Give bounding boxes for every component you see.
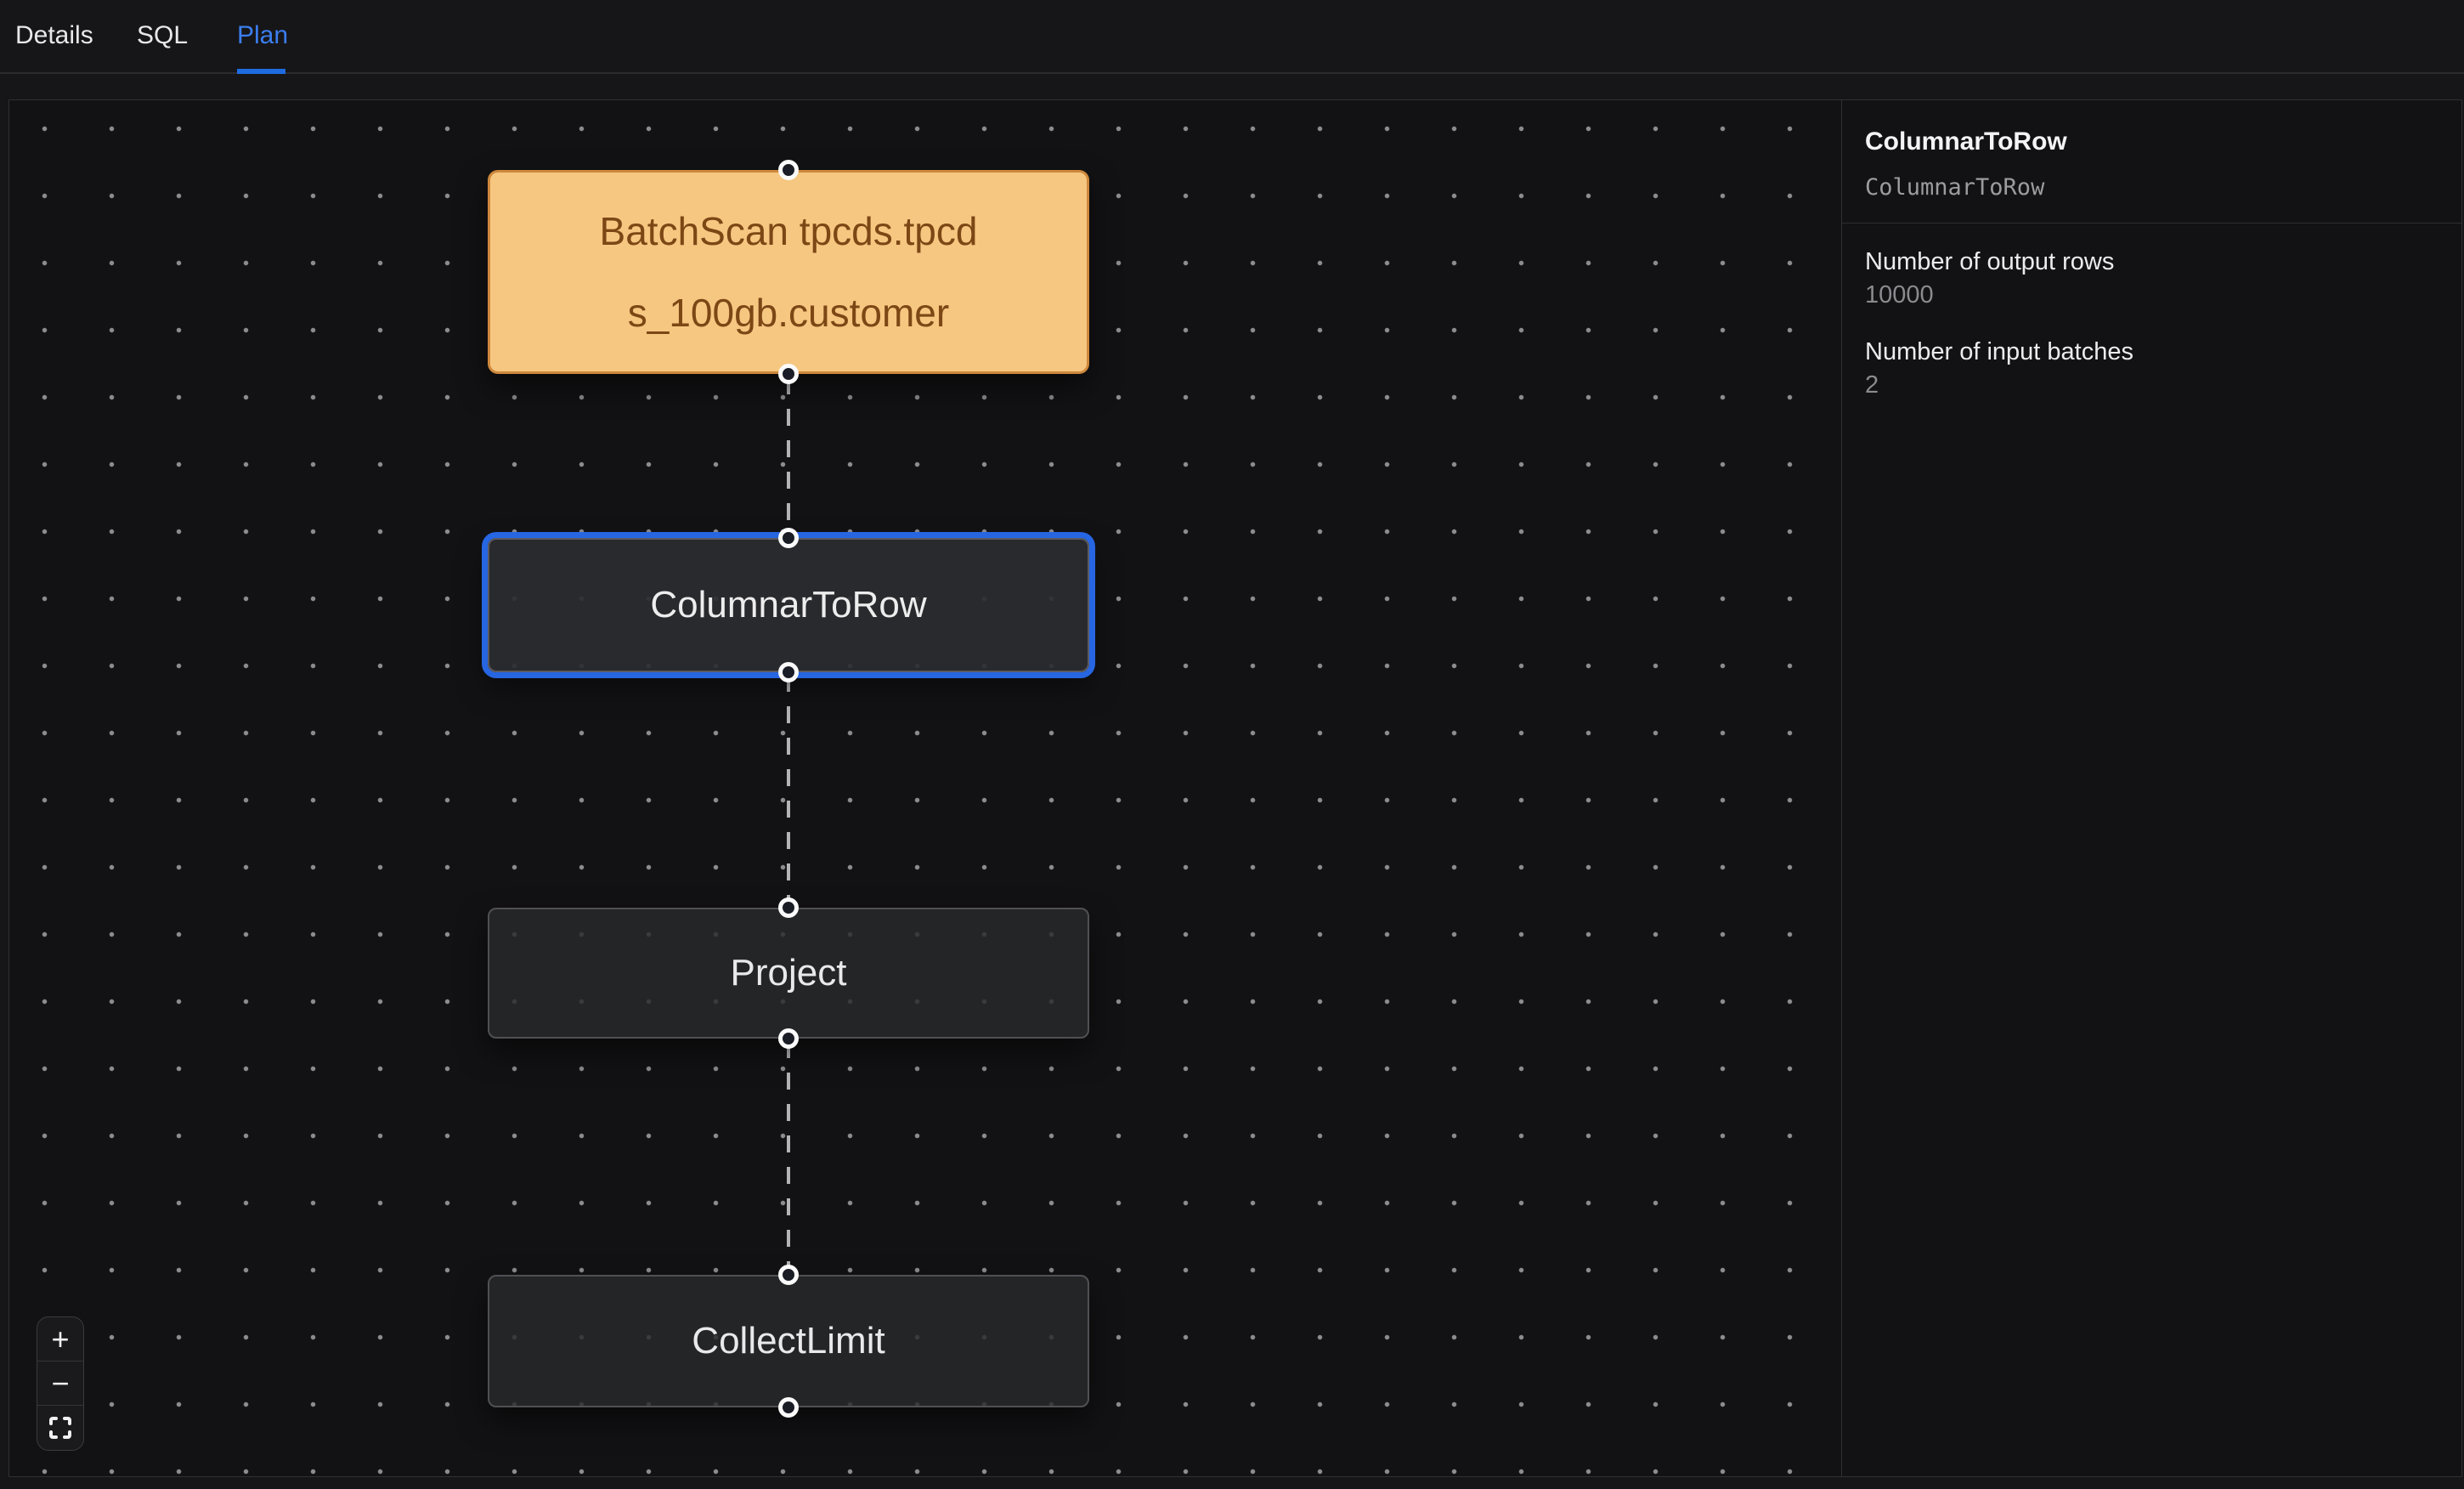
tab-details[interactable]: Details [15,0,93,71]
node-batchscan-label-line2: s_100gb.customer [627,291,950,335]
handle-collectlimit-top[interactable] [778,1265,799,1285]
handle-project-top[interactable] [778,897,799,918]
sidebar-node-title: ColumnarToRow [1865,127,2067,156]
metric-output-rows-label: Number of output rows [1865,248,2115,275]
node-collectlimit-label: CollectLimit [692,1320,885,1362]
plan-panel: BatchScan tpcds.tpcd s_100gb.customer Co… [8,99,2462,1477]
node-batchscan-label-line1: BatchScan tpcds.tpcd [599,209,978,253]
node-project[interactable]: Project [488,908,1089,1039]
metric-output-rows-value: 10000 [1865,281,1934,309]
active-tab-underline [237,69,285,74]
node-batchscan-label: BatchScan tpcds.tpcd s_100gb.customer [600,190,978,354]
tab-plan[interactable]: Plan [237,0,288,71]
node-columnartorow-label: ColumnarToRow [650,584,927,626]
tab-bar: Details SQL Plan [0,0,2464,74]
canvas-controls: + − [37,1316,84,1451]
handle-project-bottom[interactable] [778,1028,799,1049]
handle-batchscan-bottom[interactable] [778,364,799,384]
metric-input-batches-label: Number of input batches [1865,338,2133,365]
fit-view-button[interactable] [37,1406,83,1450]
zoom-in-button[interactable]: + [37,1317,83,1362]
handle-columnartorow-bottom[interactable] [778,662,799,682]
sidebar-node-subtitle: ColumnarToRow [1865,174,2045,201]
plan-canvas[interactable]: BatchScan tpcds.tpcd s_100gb.customer Co… [9,100,1841,1476]
metric-input-batches: Number of input batches 2 [1865,337,2438,399]
metric-input-batches-value: 2 [1865,371,1879,399]
node-collectlimit[interactable]: CollectLimit [488,1275,1089,1407]
fit-view-icon [49,1417,71,1439]
handle-batchscan-top[interactable] [778,160,799,180]
node-details-sidebar: ColumnarToRow ColumnarToRow Number of ou… [1841,100,2461,1476]
tab-bar-divider [0,72,2464,74]
sidebar-header: ColumnarToRow ColumnarToRow [1842,100,2461,224]
node-columnartorow[interactable]: ColumnarToRow [488,538,1089,672]
tab-details-label: Details [15,21,93,49]
plus-icon: + [51,1321,70,1356]
minus-icon: − [51,1365,70,1401]
zoom-out-button[interactable]: − [37,1362,83,1406]
handle-columnartorow-top[interactable] [778,528,799,548]
tab-sql[interactable]: SQL [137,0,188,71]
handle-collectlimit-bottom[interactable] [778,1397,799,1418]
node-project-label: Project [730,952,847,994]
sidebar-metrics: Number of output rows 10000 Number of in… [1842,224,2461,399]
tab-plan-label: Plan [237,21,289,49]
node-batchscan[interactable]: BatchScan tpcds.tpcd s_100gb.customer [488,170,1089,374]
tab-sql-label: SQL [137,21,189,49]
metric-output-rows: Number of output rows 10000 [1865,247,2438,309]
